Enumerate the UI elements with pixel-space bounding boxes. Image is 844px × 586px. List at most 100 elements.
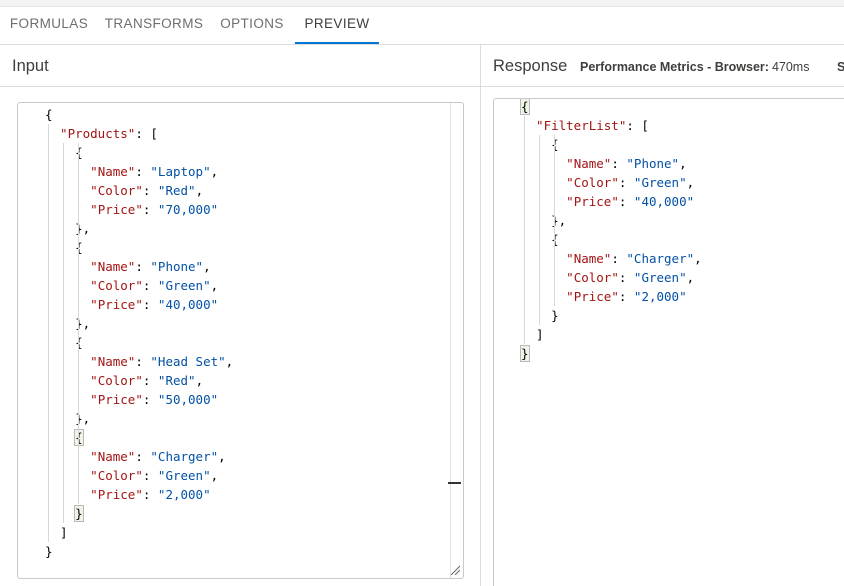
json-line: "Color": "Red", xyxy=(90,371,203,390)
punct: : xyxy=(142,297,158,312)
json-key: "Name" xyxy=(566,156,612,171)
bracket: ] xyxy=(536,327,544,342)
json-value: "70,000" xyxy=(157,202,219,217)
tab-transforms[interactable]: TRANSFORMS xyxy=(104,16,204,31)
json-line: "Color": "Green", xyxy=(90,276,218,295)
punct: : xyxy=(618,194,634,209)
json-line: "Price": "40,000" xyxy=(90,295,218,314)
indent-guide xyxy=(78,143,80,504)
json-line: "Color": "Red", xyxy=(90,181,203,200)
brace: { xyxy=(520,99,530,115)
input-panel: Input {"Products": [{"Name": "Laptop","C… xyxy=(0,45,481,586)
json-key: "Price" xyxy=(566,194,619,209)
json-line: "Price": "40,000" xyxy=(566,192,694,211)
response-json-viewer: {"FilterList": [{"Name": "Phone","Color"… xyxy=(493,98,844,586)
json-key: "Price" xyxy=(90,392,143,407)
json-line: "Name": "Phone", xyxy=(566,154,686,173)
punct: , xyxy=(225,354,234,369)
editor-scroll-thumb[interactable] xyxy=(448,482,461,484)
json-line: "Name": "Charger", xyxy=(566,249,701,268)
json-key: "Color" xyxy=(566,175,619,190)
json-key: "FilterList" xyxy=(536,118,627,133)
json-line: "Color": "Green", xyxy=(90,466,218,485)
metrics-truncated-text: S xyxy=(837,60,844,74)
json-key: "Color" xyxy=(90,183,143,198)
punct: : xyxy=(135,449,151,464)
punct: : xyxy=(611,251,627,266)
json-key: "Color" xyxy=(566,270,619,285)
tab-preview[interactable]: PREVIEW xyxy=(295,6,379,44)
json-line: "Color": "Green", xyxy=(566,268,694,287)
json-value: "40,000" xyxy=(157,297,219,312)
json-value: "Laptop" xyxy=(150,164,211,179)
response-title: Response xyxy=(493,57,568,75)
punct: : xyxy=(135,259,151,274)
json-line: } xyxy=(74,504,84,523)
punct: : xyxy=(142,278,158,293)
metrics-label: Performance Metrics - Browser: xyxy=(580,60,769,74)
json-key: "Price" xyxy=(90,297,143,312)
json-key: "Products" xyxy=(60,126,136,141)
json-key: "Name" xyxy=(90,164,136,179)
punct: : xyxy=(142,392,158,407)
punct: : [ xyxy=(626,118,649,133)
json-key: "Price" xyxy=(90,487,143,502)
json-key: "Price" xyxy=(566,289,619,304)
punct: : xyxy=(135,354,151,369)
punct: : xyxy=(142,468,158,483)
json-line: ] xyxy=(60,523,68,542)
json-key: "Name" xyxy=(90,354,136,369)
input-json-editor[interactable]: {"Products": [{"Name": "Laptop","Color":… xyxy=(17,102,464,579)
metrics-value: 470ms xyxy=(771,60,810,74)
indent-guide xyxy=(63,143,65,523)
tab-bar: FORMULAS TRANSFORMS OPTIONS PREVIEW xyxy=(0,6,844,45)
json-value: "2,000" xyxy=(157,487,211,502)
json-line: "FilterList": [ xyxy=(536,116,649,135)
punct: , xyxy=(694,251,702,266)
tab-options[interactable]: OPTIONS xyxy=(220,16,284,31)
json-line: "Price": "2,000" xyxy=(566,287,686,306)
punct: , xyxy=(686,175,695,190)
tab-formulas[interactable]: FORMULAS xyxy=(9,16,89,31)
json-key: "Color" xyxy=(90,468,143,483)
performance-metrics: Performance Metrics - Browser:470ms xyxy=(580,60,809,74)
json-value: "Charger" xyxy=(626,251,695,266)
punct: : xyxy=(142,202,158,217)
punct: , xyxy=(218,449,226,464)
json-value: "Green" xyxy=(157,278,211,293)
json-value: "Green" xyxy=(633,270,687,285)
punct: , xyxy=(686,270,695,285)
indent-guide xyxy=(524,116,525,344)
json-value: "2,000" xyxy=(633,289,687,304)
brace: } xyxy=(74,505,84,522)
bracket: ] xyxy=(60,525,68,540)
brace: } xyxy=(551,308,559,323)
punct: , xyxy=(210,468,219,483)
punct: : xyxy=(135,164,151,179)
json-value: "50,000" xyxy=(157,392,219,407)
indent-guide xyxy=(539,135,541,325)
punct: , xyxy=(195,183,204,198)
json-key: "Name" xyxy=(566,251,612,266)
punct: : xyxy=(142,487,158,502)
punct: , xyxy=(195,373,204,388)
json-line: { xyxy=(520,99,530,116)
json-line: { xyxy=(45,105,53,124)
input-title: Input xyxy=(12,57,49,75)
json-line: } xyxy=(520,344,530,363)
punct: : [ xyxy=(135,126,158,141)
resize-grip-icon[interactable] xyxy=(450,565,460,575)
json-line: } xyxy=(551,306,559,325)
json-line: "Price": "70,000" xyxy=(90,200,218,219)
response-panel-header: Response Performance Metrics - Browser:4… xyxy=(481,45,844,87)
json-key: "Name" xyxy=(90,259,136,274)
input-panel-header: Input xyxy=(0,45,480,87)
response-panel: Response Performance Metrics - Browser:4… xyxy=(481,45,844,586)
editor-scrollbar-track[interactable] xyxy=(450,103,451,578)
json-key: "Color" xyxy=(90,373,143,388)
json-line: "Products": [ xyxy=(60,124,158,143)
json-line: "Name": "Charger", xyxy=(90,447,225,466)
punct: : xyxy=(142,373,158,388)
punct: : xyxy=(618,289,634,304)
punct: : xyxy=(611,156,627,171)
